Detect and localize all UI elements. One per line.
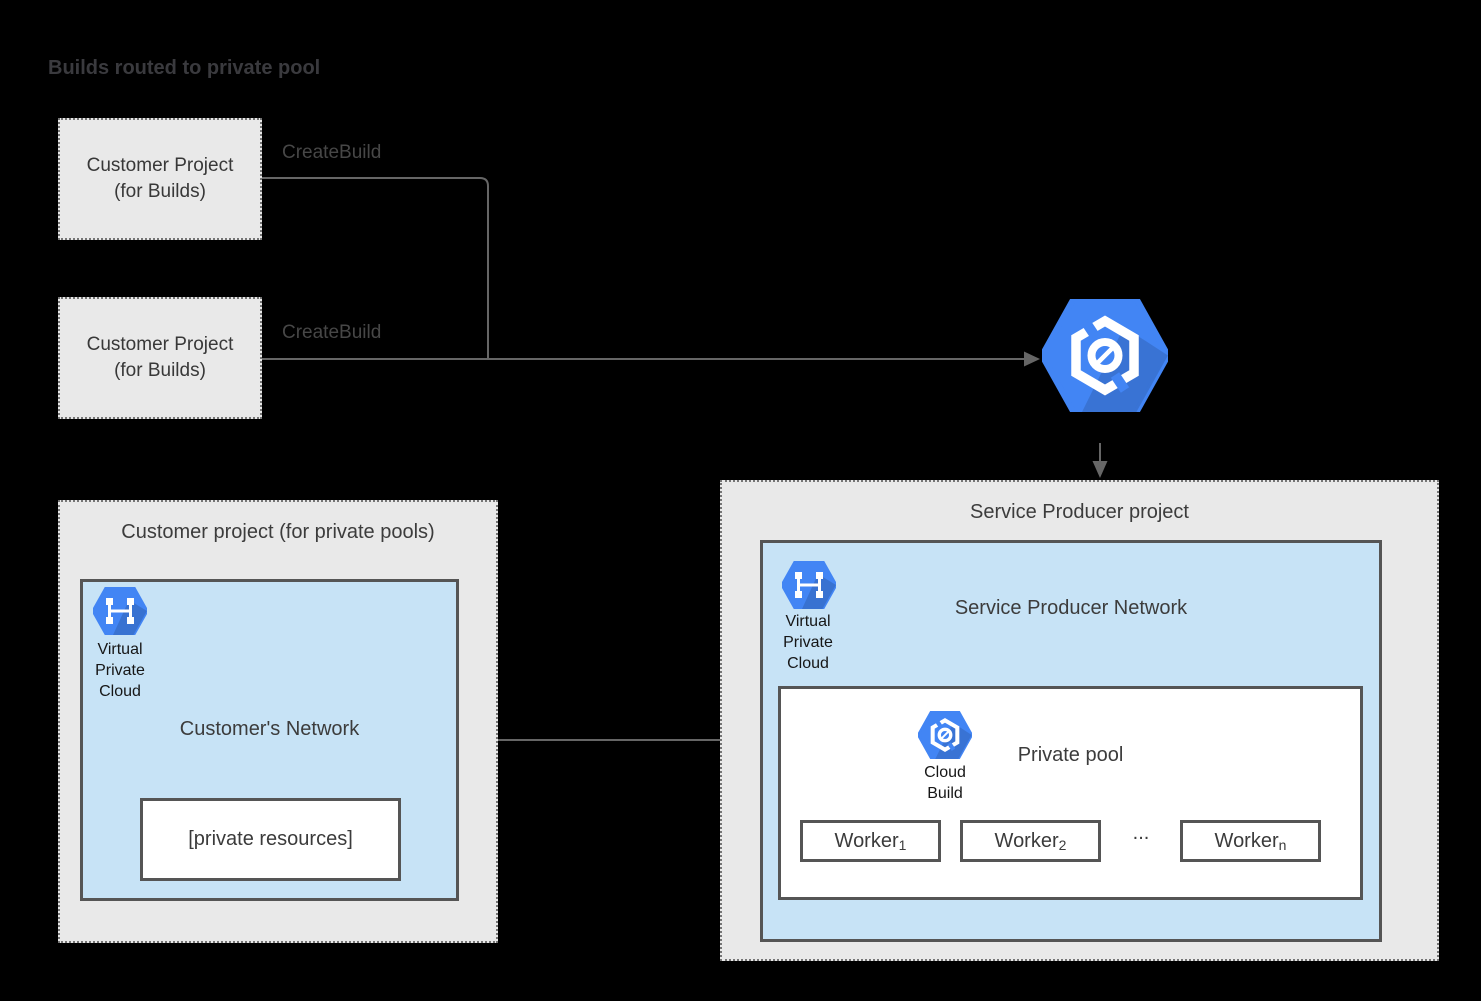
worker-box-1: Worker1 — [800, 820, 941, 862]
private-resources-box: [private resources] — [140, 798, 401, 881]
createbuild-label-1: CreateBuild — [282, 142, 382, 163]
private-pool-title: Private pool — [1017, 744, 1124, 766]
private-pool-box — [778, 686, 1363, 900]
vpc-label-right: Virtual Private Cloud — [783, 613, 833, 673]
customer-project-builds-box-1: Customer Project (for Builds) — [58, 118, 262, 240]
arrowhead-to-service-producer — [1092, 461, 1108, 478]
customer-project-pools-title: Customer project (for private pools) — [121, 521, 435, 543]
vpc-label-left: Virtual Private Cloud — [95, 641, 145, 701]
cloud-build-label: Cloud Build — [924, 764, 966, 803]
worker-label-2: Worker2 — [994, 829, 1067, 853]
diagram-title: Builds routed to private pool — [48, 57, 321, 79]
cloud-build-icon — [1042, 299, 1168, 412]
worker-label-n: Workern — [1214, 829, 1287, 853]
virtual-private-cloud-icon-left — [93, 587, 147, 635]
private-resources-label: [private resources] — [188, 828, 353, 850]
worker-box-2: Worker2 — [960, 820, 1101, 862]
customer-project-builds-label-2: Customer Project (for Builds) — [86, 334, 234, 381]
service-producer-project-title: Service Producer project — [970, 501, 1189, 523]
worker-box-n: Workern — [1180, 820, 1321, 862]
service-producer-network-title: Service Producer Network — [954, 597, 1188, 619]
customer-project-builds-box-2: Customer Project (for Builds) — [58, 297, 262, 419]
arrowhead-to-cloud-build — [1024, 351, 1040, 367]
customers-network-title: Customer's Network — [179, 718, 360, 740]
createbuild-label-2: CreateBuild — [282, 322, 382, 343]
worker-label-1: Worker1 — [834, 829, 907, 853]
customer-project-builds-label-1: Customer Project (for Builds) — [86, 155, 234, 202]
worker-ellipsis: ... — [1132, 822, 1150, 844]
